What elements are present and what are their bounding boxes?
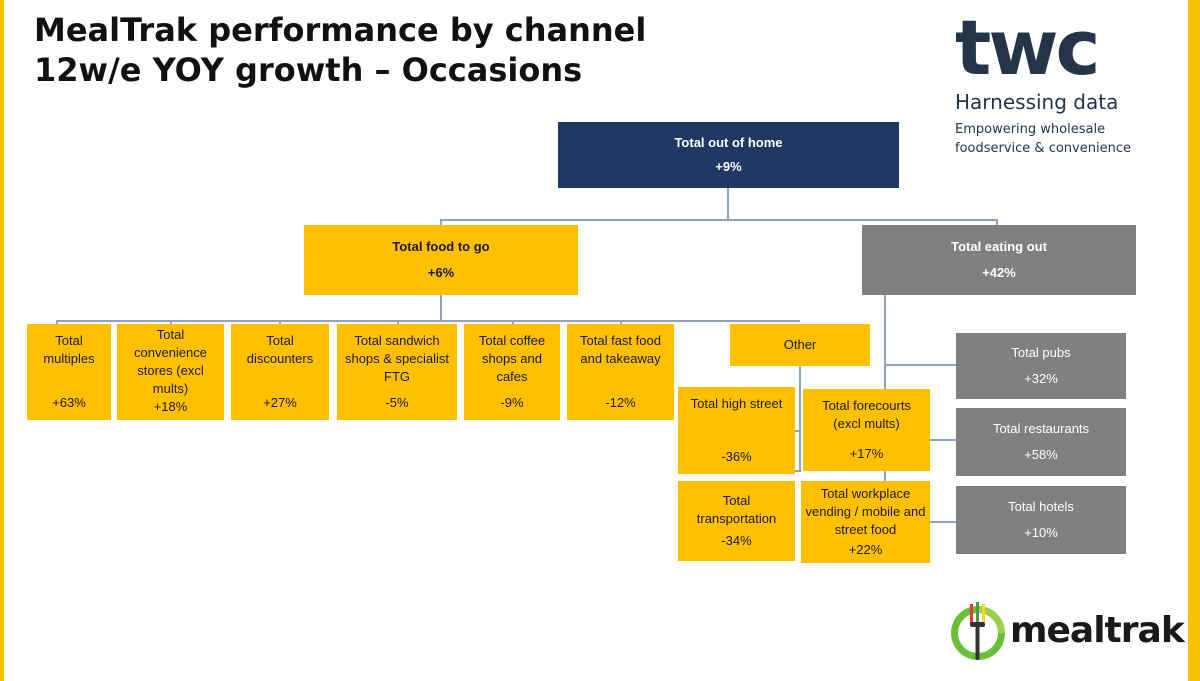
left-accent-bar: [0, 0, 4, 681]
node-label: Total sandwich shops & specialist FTG: [344, 333, 450, 384]
node-label: Total discounters: [246, 333, 314, 366]
node-total-restaurants: Total restaurants +58%: [956, 408, 1126, 476]
node-label: Total forecourts (excl mults): [822, 398, 911, 431]
node-value: -5%: [385, 395, 409, 410]
node-total-convenience: Total convenience stores (excl mults) +1…: [117, 324, 224, 420]
title-line-2: 12w/e YOY growth – Occasions: [34, 51, 583, 89]
mealtrak-logo-text: mealtrak: [1010, 610, 1185, 651]
node-value: +17%: [849, 446, 884, 461]
connector-ftg-horizontal: [56, 320, 800, 322]
connector-to-sandwich: [397, 320, 399, 324]
node-label: Total restaurants: [992, 421, 1090, 436]
node-value: -12%: [605, 395, 636, 410]
node-value: +18%: [153, 399, 188, 414]
connector-ftg-down: [440, 295, 442, 321]
brand-subline: Empowering wholesale foodservice & conve…: [955, 120, 1175, 158]
node-value: +27%: [263, 395, 297, 410]
node-label: Total workplace vending / mobile and str…: [805, 486, 926, 537]
node-label: Total transportation: [696, 493, 777, 526]
connector-to-restaurants: [930, 439, 956, 441]
right-accent-bar: [1188, 0, 1200, 681]
connector-to-discounters: [279, 320, 281, 324]
connector-root-down: [727, 188, 729, 220]
node-total-eating-out: Total eating out +42%: [862, 225, 1136, 295]
node-label: Total multiples: [43, 333, 95, 366]
node-total-sandwich: Total sandwich shops & specialist FTG -5…: [337, 324, 457, 420]
node-total-discounters: Total discounters +27%: [231, 324, 329, 420]
node-total-out-of-home: Total out of home +9%: [558, 122, 899, 188]
node-total-transportation: Total transportation -34%: [678, 481, 795, 561]
connector-to-eating-out: [996, 219, 998, 225]
node-label: Total out of home: [674, 135, 783, 150]
brand-subline-2: foodservice & convenience: [955, 141, 1131, 156]
node-label: Total fast food and takeaway: [580, 333, 661, 366]
node-value: -9%: [500, 395, 524, 410]
node-label: Total pubs: [1011, 345, 1071, 360]
connector-to-food-to-go: [440, 219, 442, 225]
node-label: Total high street: [690, 396, 783, 411]
brand-tagline: Harnessing data: [955, 90, 1119, 114]
connector-to-pubs: [884, 364, 956, 366]
node-total-food-to-go: Total food to go +6%: [304, 225, 578, 295]
node-value: +32%: [1024, 371, 1058, 386]
connector-other-down: [799, 366, 801, 472]
mealtrak-logo: mealtrak: [948, 600, 1188, 666]
node-label: Total coffee shops and cafes: [478, 333, 546, 384]
title-line-1: MealTrak performance by channel: [34, 11, 647, 49]
node-value: +63%: [52, 395, 86, 410]
node-value: -36%: [721, 449, 752, 464]
node-total-multiples: Total multiples +63%: [27, 324, 111, 420]
node-value: +22%: [848, 542, 883, 557]
node-total-forecourts: Total forecourts (excl mults) +17%: [803, 389, 930, 471]
node-label: Total eating out: [951, 239, 1047, 254]
node-value: +6%: [427, 265, 455, 280]
connector-to-convenience: [170, 320, 172, 324]
node-total-pubs: Total pubs +32%: [956, 333, 1126, 399]
node-label: Total convenience stores (excl mults): [134, 327, 207, 396]
node-label: Total hotels: [1008, 499, 1074, 514]
twc-logo-text: twc: [955, 3, 1101, 92]
twc-logo: twc Harnessing data Empowering wholesale…: [955, 8, 1175, 158]
connector-to-coffee: [512, 320, 514, 324]
connector-root-horizontal: [440, 219, 997, 221]
node-value: +58%: [1024, 447, 1058, 462]
node-total-high-street: Total high street -36%: [678, 387, 795, 474]
node-value: +42%: [982, 265, 1016, 280]
brand-subline-1: Empowering wholesale: [955, 122, 1106, 137]
node-total-workplace: Total workplace vending / mobile and str…: [801, 481, 930, 563]
node-label: Other: [783, 337, 817, 352]
node-value: -34%: [721, 533, 752, 548]
connector-to-hotels: [930, 521, 956, 523]
node-value: +9%: [715, 159, 742, 174]
mealtrak-logo-icon: [951, 602, 1005, 660]
node-total-coffee: Total coffee shops and cafes -9%: [464, 324, 560, 420]
node-other: Other: [730, 324, 870, 366]
node-total-hotels: Total hotels +10%: [956, 486, 1126, 554]
connector-to-fast-food: [620, 320, 622, 324]
node-value: +10%: [1024, 525, 1058, 540]
node-label: Total food to go: [392, 239, 490, 254]
connector-to-multiples: [56, 320, 58, 324]
page-title: MealTrak performance by channel 12w/e YO…: [34, 10, 646, 90]
node-total-fast-food: Total fast food and takeaway -12%: [567, 324, 674, 420]
